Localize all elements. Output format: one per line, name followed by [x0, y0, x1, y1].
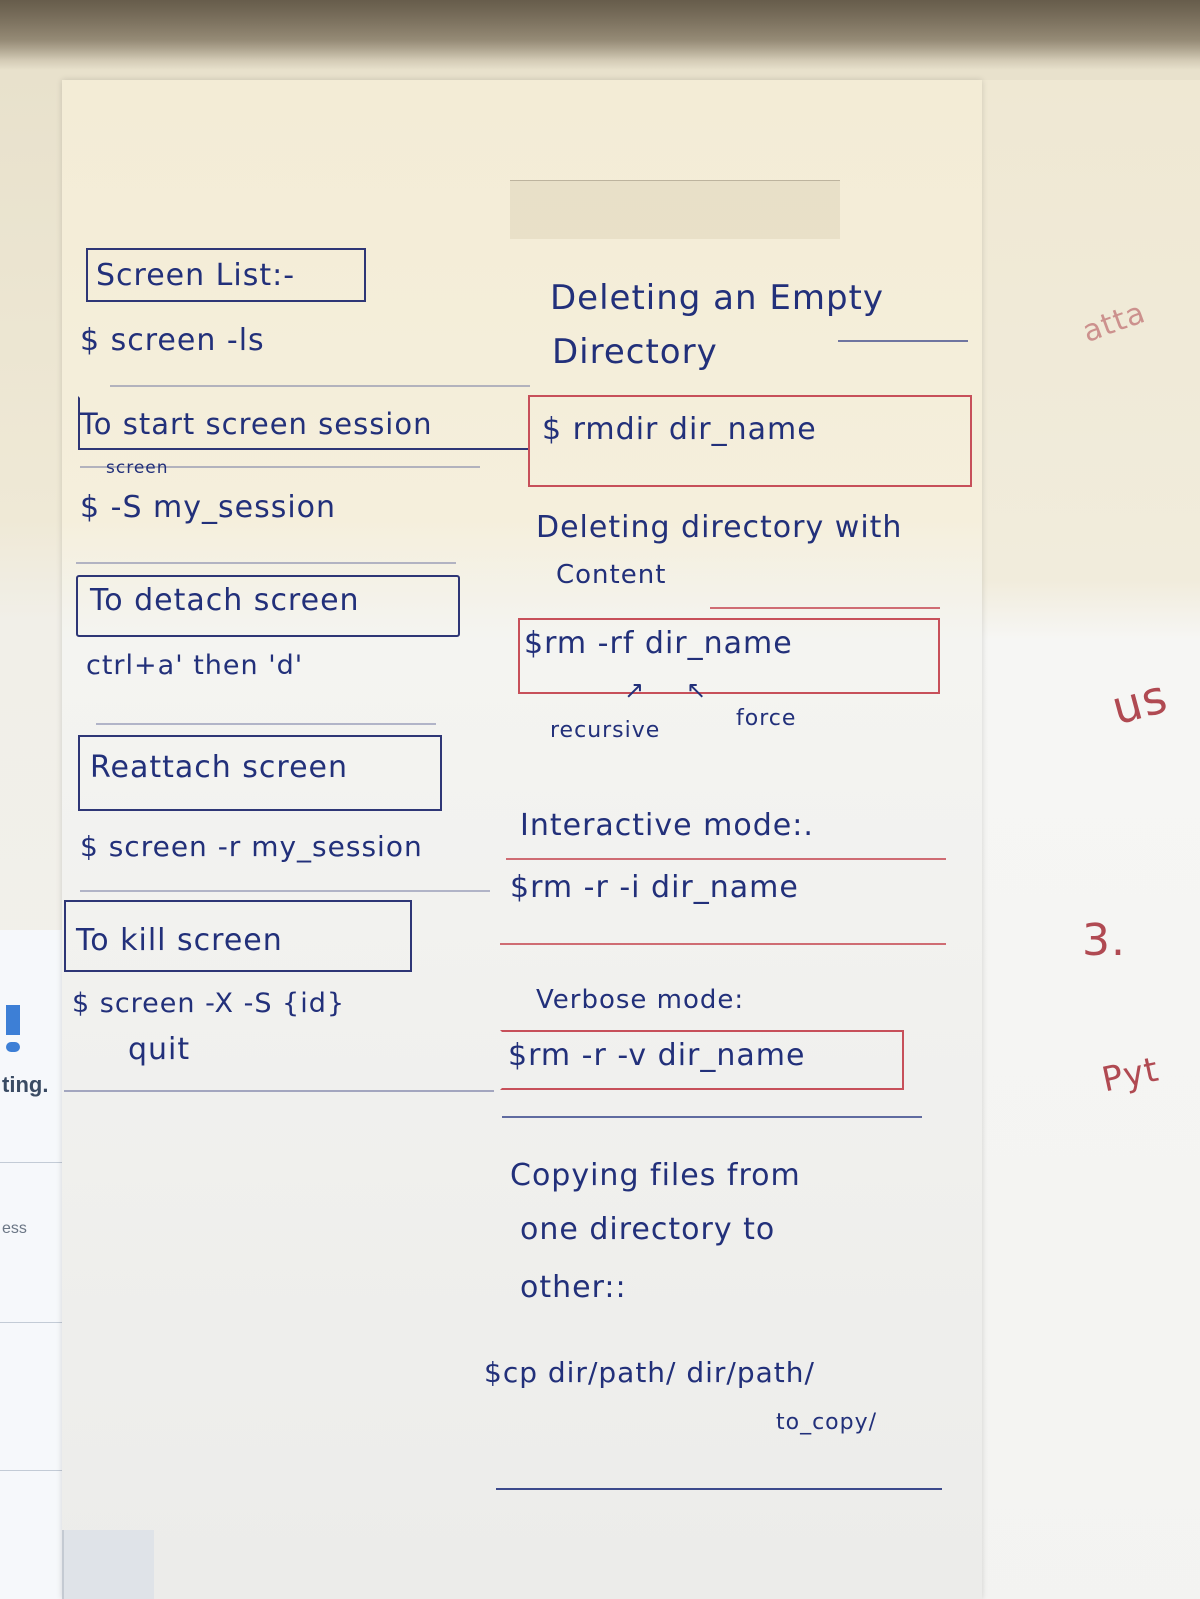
copy-heading-2: one directory to: [520, 1212, 776, 1247]
start-session-command: $ -S my_session: [80, 490, 337, 525]
interactive-command: $rm -r -i dir_name: [510, 870, 799, 905]
monitor-window-edge: ting. ess: [0, 930, 63, 1599]
reattach-command: $ screen -r my_session: [80, 830, 423, 863]
neighbor-text-3: 3.: [1082, 915, 1126, 966]
divider-line: [76, 562, 456, 564]
divider-line: [110, 385, 530, 387]
tape-strip: [510, 180, 840, 239]
neighbor-text-4: Pyt: [1098, 1049, 1163, 1101]
edge-text-ess: ess: [2, 1220, 27, 1237]
screen-list-command: $ screen -ls: [80, 323, 265, 358]
cp-command-2: to_copy/: [776, 1410, 878, 1435]
copy-heading-3: other::: [520, 1270, 627, 1305]
detach-keys: ctrl+a' then 'd': [86, 650, 304, 681]
cp-command: $cp dir/path/ dir/path/: [484, 1356, 815, 1389]
rmdir-box: [528, 395, 972, 487]
monitor-frame-bottom: [62, 1530, 154, 1599]
empty-dir-heading: Deleting an Empty: [550, 278, 885, 318]
divider-line: [80, 466, 480, 468]
window-divider: [0, 1322, 62, 1323]
red-line: [710, 607, 940, 609]
underline: [838, 340, 968, 342]
reattach-heading: Reattach screen: [90, 750, 349, 785]
start-session-box: [78, 396, 530, 450]
divider-line: [96, 723, 436, 725]
empty-dir-heading-2: Directory: [552, 332, 718, 372]
window-divider: [0, 1162, 62, 1163]
screen-list-box: [86, 248, 366, 302]
rm-rf-box: [518, 618, 940, 694]
detach-box: [76, 575, 460, 637]
interactive-heading: Interactive mode:.: [520, 808, 814, 843]
red-line: [506, 858, 946, 860]
verbose-heading: Verbose mode:: [536, 985, 745, 1015]
neighbor-text-2: us: [1105, 668, 1174, 736]
divider-line: [502, 1116, 922, 1118]
ceiling-shadow: [0, 0, 1200, 60]
start-session-heading: To start screen session: [80, 407, 433, 441]
arrow-up-icon: ↗: [624, 676, 646, 704]
kill-heading: To kill screen: [76, 923, 283, 958]
edge-text-ting: ting.: [2, 1072, 49, 1097]
rmdir-command: $ rmdir dir_name: [542, 412, 817, 447]
recursive-label: recursive: [550, 718, 661, 743]
reattach-box: [78, 735, 442, 811]
exclamation-dot: [6, 1042, 20, 1052]
exclamation-mark-icon: [6, 1005, 20, 1035]
divider-line: [80, 890, 490, 892]
divider-line: [496, 1488, 942, 1490]
kill-command: $ screen -X -S {id}: [72, 988, 346, 1019]
neighbor-text-1: atta: [1077, 295, 1151, 350]
handwritten-note-paper: [62, 80, 982, 1599]
verbose-command: $rm -r -v dir_name: [508, 1038, 806, 1073]
red-line: [500, 943, 946, 945]
window-divider: [0, 1470, 62, 1471]
copy-heading: Copying files from: [510, 1158, 801, 1193]
divider-line: [64, 1090, 494, 1092]
content-heading-2: Content: [556, 560, 667, 590]
start-superscript: screen: [106, 458, 169, 478]
content-heading: Deleting directory with: [536, 510, 903, 545]
arrow-up-left-icon: ↖: [686, 676, 708, 704]
verbose-box: [500, 1030, 904, 1090]
kill-box: [64, 900, 412, 972]
rm-rf-command: $rm -rf dir_name: [524, 626, 793, 661]
force-label: force: [736, 706, 797, 731]
detach-heading: To detach screen: [90, 583, 360, 618]
screen-list-heading: Screen List:-: [96, 258, 296, 293]
kill-command-quit: quit: [128, 1032, 191, 1067]
neighbor-paper: atta us 3. Pyt: [982, 80, 1200, 1599]
